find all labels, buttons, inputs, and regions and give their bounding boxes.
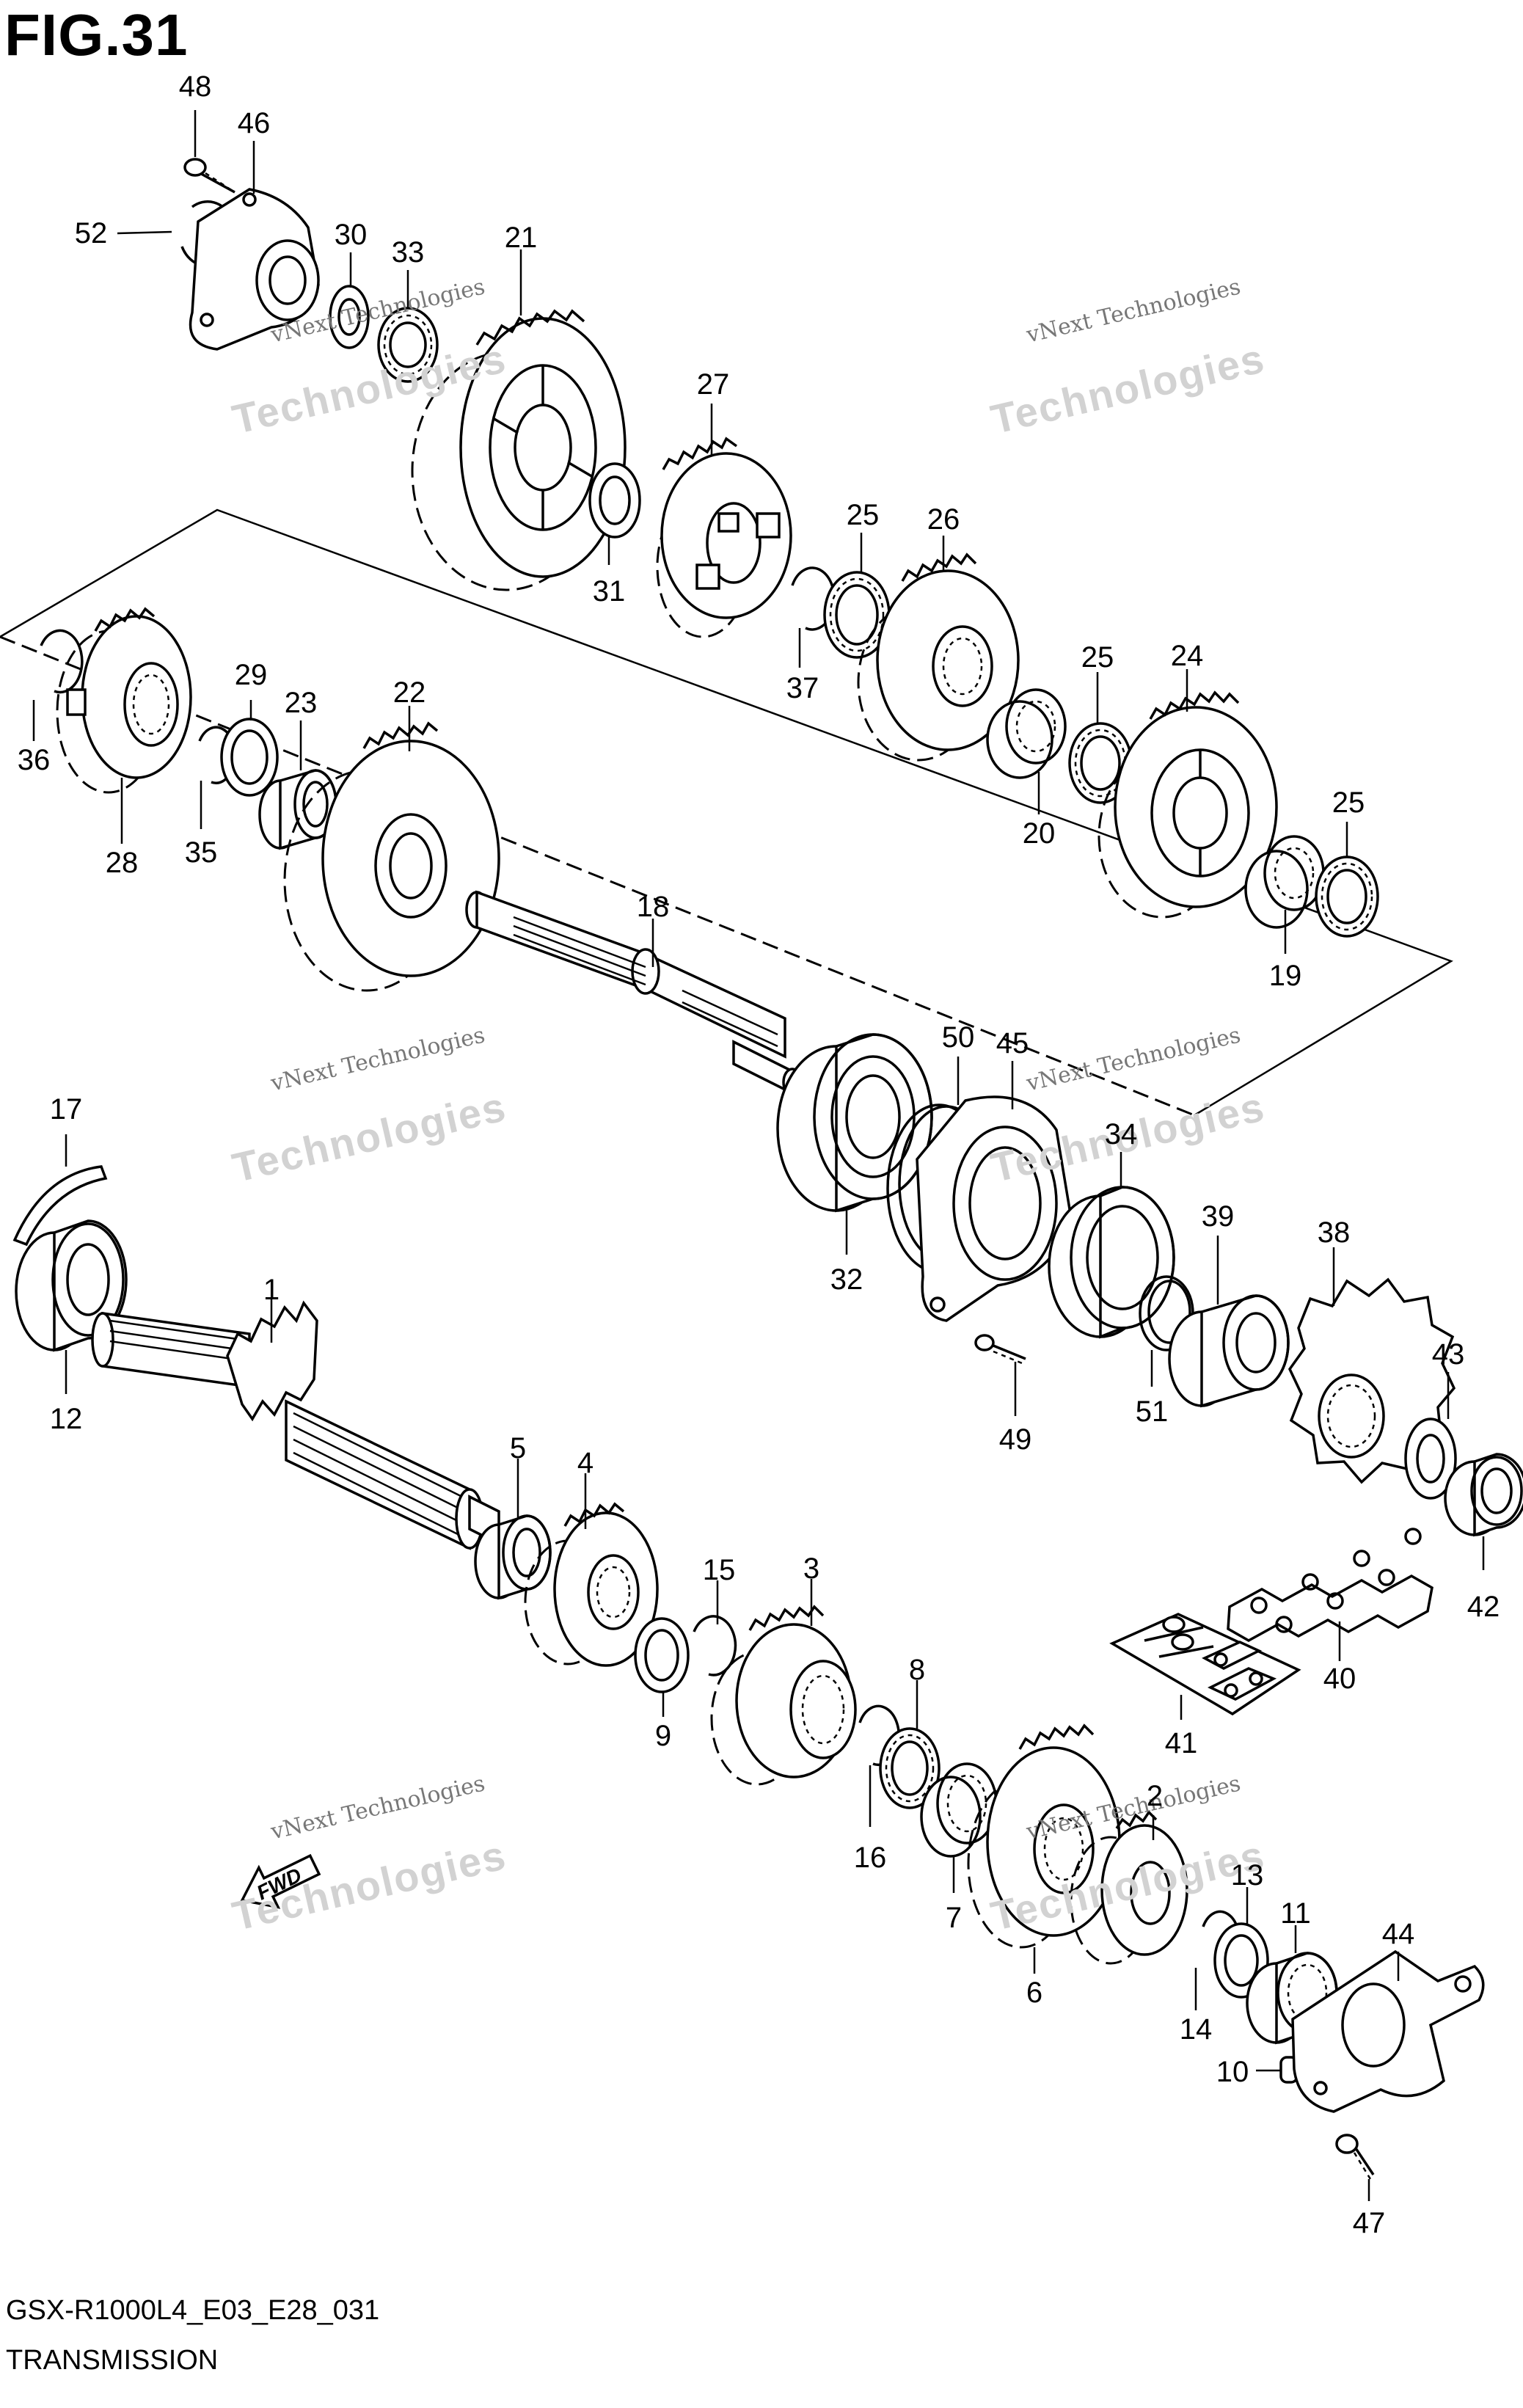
callout-28: 28 bbox=[105, 847, 139, 879]
callout-37: 37 bbox=[786, 672, 819, 704]
callout-35: 35 bbox=[184, 836, 218, 869]
callout-24: 24 bbox=[1170, 640, 1204, 672]
callout-8: 8 bbox=[908, 1654, 926, 1686]
callout-33: 33 bbox=[391, 236, 425, 269]
part-4-gear bbox=[524, 1502, 659, 1667]
part-22-gear bbox=[283, 721, 500, 992]
part-33-needle-bearing bbox=[377, 307, 439, 383]
callout-11: 11 bbox=[1280, 1897, 1311, 1930]
part-15-circlip bbox=[693, 1615, 737, 1677]
model-code: GSX-R1000L4_E03_E28_031 bbox=[6, 2295, 380, 2326]
callout-3: 3 bbox=[803, 1553, 820, 1585]
part-43-washer bbox=[1404, 1418, 1457, 1500]
callout-6: 6 bbox=[1026, 1977, 1043, 2009]
part-20-needle-bearing bbox=[986, 688, 1067, 779]
fwd-arrow bbox=[240, 1853, 321, 1909]
callout-46: 46 bbox=[237, 107, 271, 139]
part-47-screw bbox=[1335, 2134, 1375, 2180]
callout-4: 4 bbox=[577, 1447, 594, 1479]
callout-14: 14 bbox=[1179, 2013, 1213, 2046]
callout-21: 21 bbox=[504, 222, 538, 254]
callout-1: 1 bbox=[263, 1274, 280, 1306]
part-41-chain-joint-set bbox=[1109, 1613, 1301, 1716]
part-21-driven-gear bbox=[411, 309, 627, 591]
callout-43: 43 bbox=[1431, 1338, 1465, 1371]
callout-10: 10 bbox=[1216, 2056, 1249, 2088]
callout-26: 26 bbox=[927, 503, 960, 536]
callout-39: 39 bbox=[1201, 1200, 1235, 1233]
callout-41: 41 bbox=[1164, 1727, 1198, 1759]
callout-17: 17 bbox=[49, 1093, 83, 1125]
callout-12: 12 bbox=[49, 1403, 83, 1435]
part-39-spacer bbox=[1168, 1294, 1290, 1408]
part-6-gear bbox=[967, 1723, 1121, 1949]
callout-20: 20 bbox=[1022, 817, 1056, 850]
callout-23: 23 bbox=[284, 687, 318, 719]
callout-49: 49 bbox=[998, 1423, 1032, 1456]
callout-36: 36 bbox=[17, 744, 51, 776]
part-2-gear bbox=[1070, 1810, 1188, 1965]
callout-13: 13 bbox=[1230, 1859, 1264, 1891]
part-44-shaft-retainer bbox=[1291, 1949, 1485, 2113]
callout-15: 15 bbox=[702, 1554, 736, 1586]
callout-7: 7 bbox=[945, 1902, 963, 1934]
part-19-needle-bearing bbox=[1244, 835, 1325, 929]
callout-32: 32 bbox=[830, 1263, 863, 1296]
callout-25: 25 bbox=[1081, 641, 1114, 674]
part-40-drive-chain bbox=[1227, 1528, 1433, 1643]
callout-48: 48 bbox=[178, 70, 212, 103]
callout-40: 40 bbox=[1323, 1663, 1356, 1695]
callout-52: 52 bbox=[74, 217, 108, 249]
part-32-ball-bearing bbox=[776, 1033, 933, 1213]
callout-16: 16 bbox=[853, 1842, 887, 1874]
callout-19: 19 bbox=[1268, 960, 1302, 992]
part-46-bearing-retainer bbox=[189, 188, 320, 351]
part-31-washer bbox=[588, 462, 641, 539]
callout-25: 25 bbox=[1332, 787, 1365, 819]
part-24-gear bbox=[1097, 690, 1278, 919]
callout-25: 25 bbox=[846, 499, 880, 531]
part-7-needle-bearing bbox=[920, 1762, 998, 1858]
figure-title: FIG.31 bbox=[4, 2, 189, 68]
callout-34: 34 bbox=[1104, 1118, 1138, 1150]
countershaft-axis-line bbox=[0, 635, 1195, 1117]
callout-47: 47 bbox=[1352, 2207, 1386, 2239]
callout-18: 18 bbox=[636, 891, 670, 923]
callout-22: 22 bbox=[392, 676, 426, 709]
part-30-washer bbox=[329, 285, 370, 349]
part-18-countershaft bbox=[465, 890, 803, 1097]
callout-42: 42 bbox=[1467, 1591, 1500, 1623]
callout-27: 27 bbox=[696, 368, 730, 401]
part-25-washer-end bbox=[1315, 855, 1379, 938]
part-1-main-shaft bbox=[91, 1300, 500, 1550]
part-3-gear bbox=[710, 1605, 857, 1786]
part-34-oil-seal bbox=[1048, 1186, 1175, 1339]
callout-2: 2 bbox=[1146, 1780, 1164, 1812]
part-8-washer bbox=[879, 1727, 941, 1809]
section-name: TRANSMISSION bbox=[6, 2345, 219, 2376]
callout-44: 44 bbox=[1381, 1918, 1415, 1950]
part-49-screw bbox=[974, 1334, 1026, 1366]
part-26-gear bbox=[857, 552, 1020, 762]
callout-5: 5 bbox=[509, 1432, 527, 1464]
leader-lines bbox=[32, 110, 1485, 2201]
callout-38: 38 bbox=[1317, 1216, 1351, 1249]
callout-29: 29 bbox=[234, 659, 268, 691]
part-28-gear bbox=[56, 607, 192, 794]
callout-45: 45 bbox=[996, 1027, 1029, 1059]
part-17-circlip bbox=[12, 1165, 108, 1247]
part-42-nut bbox=[1444, 1453, 1523, 1537]
part-9-washer bbox=[634, 1617, 690, 1693]
callout-9: 9 bbox=[654, 1720, 672, 1752]
callout-30: 30 bbox=[334, 219, 368, 251]
part-5-bushing bbox=[474, 1514, 552, 1600]
part-48-screw bbox=[183, 158, 235, 194]
callout-31: 31 bbox=[592, 575, 626, 608]
callout-50: 50 bbox=[941, 1021, 975, 1054]
part-27-gear bbox=[656, 437, 792, 638]
callout-51: 51 bbox=[1135, 1395, 1169, 1428]
part-29-washer bbox=[220, 718, 279, 797]
countershaft-frame bbox=[0, 508, 1453, 1117]
